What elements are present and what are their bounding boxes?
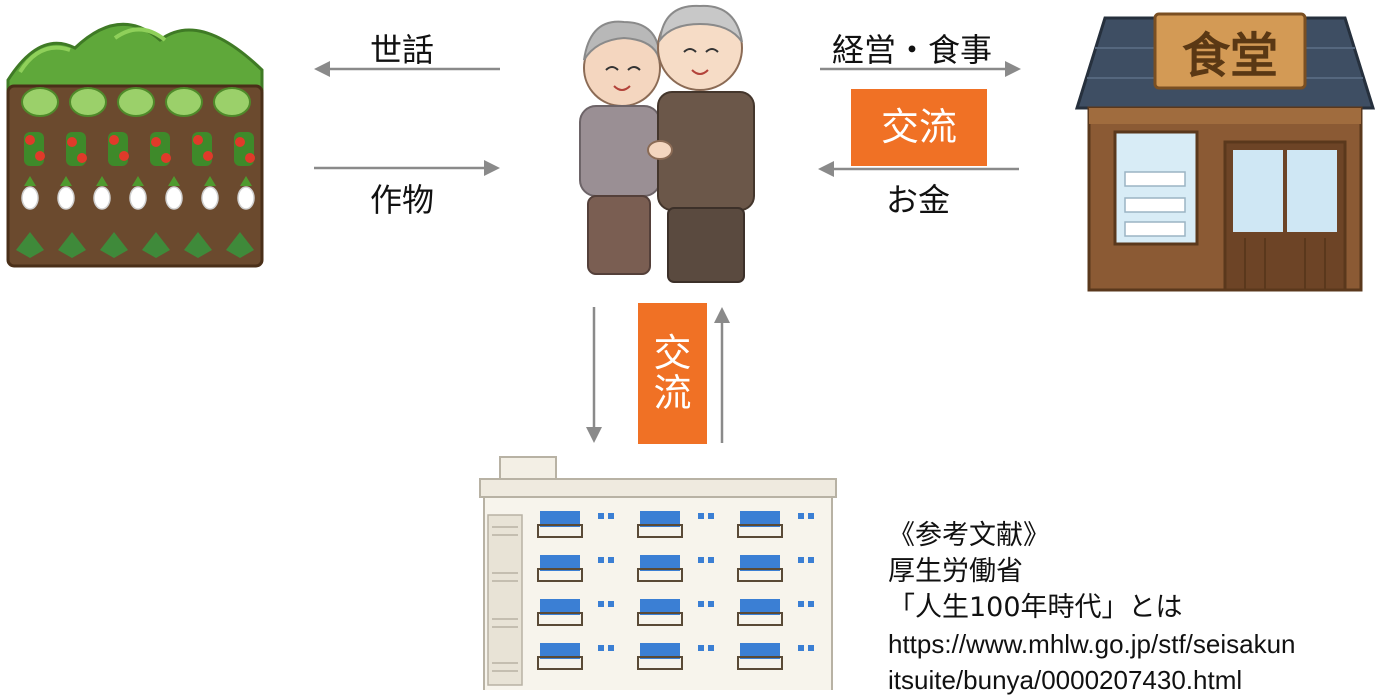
exchange-badge-apartment: 交 流 [638,303,707,444]
crops-arrow [314,160,500,176]
farm-field-illustration [6,22,264,268]
crops-label: 作物 [370,181,435,219]
diner-illustration: 食堂 [1075,12,1375,292]
care-arrow [314,61,500,77]
money-label: お金 [886,181,951,219]
exchange-badge-char-2: 流 [653,370,692,415]
diner-sign: 食堂 [1182,28,1278,84]
references-block: 《参考文献》 厚生労働省 「人生100年時代」とは https://www.mh… [888,518,1296,698]
exchange-badge-shop: 交流 [851,89,987,166]
money-arrow [818,161,1019,177]
management-meals-arrow [820,61,1021,77]
references-heading: 《参考文献》 [888,520,1050,551]
references-url-line-1[interactable]: https://www.mhlw.go.jp/stf/seisakun [888,629,1296,659]
care-label: 世話 [370,31,435,69]
apartment-building-illustration [479,456,837,690]
references-org: 厚生労働省 [888,556,1023,587]
references-title: 「人生100年時代」とは [888,592,1183,623]
management-meals-label: 経営・食事 [832,31,993,69]
elderly-couple-illustration [579,4,755,283]
down-arrow [586,307,602,443]
exchange-badge-char-1: 交 [653,330,692,375]
up-arrow [714,307,730,443]
references-url-line-2[interactable]: itsuite/bunya/0000207430.html [888,665,1243,695]
